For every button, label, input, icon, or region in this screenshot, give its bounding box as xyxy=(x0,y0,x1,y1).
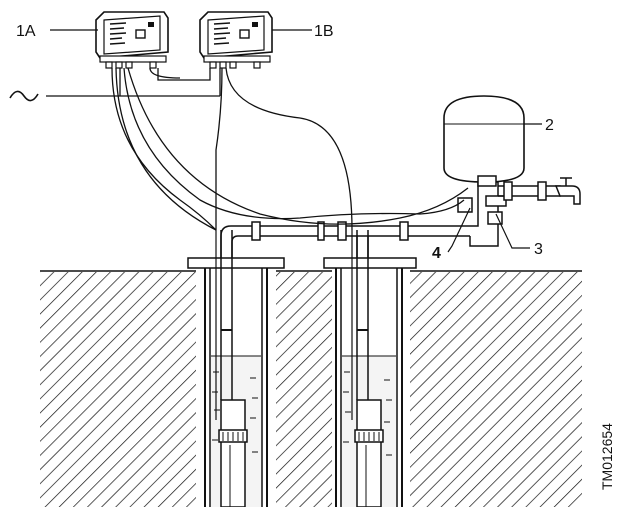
non-return-valve xyxy=(485,195,507,207)
ac-supply-icon xyxy=(9,90,39,102)
label-3: 3 xyxy=(534,241,543,258)
controller-1a xyxy=(95,11,169,69)
pressure-tank xyxy=(443,95,525,183)
leader-lines xyxy=(50,29,542,253)
label-1a: 1A xyxy=(16,23,36,40)
submersible-pump-1 xyxy=(220,399,246,507)
tank-fittings xyxy=(457,175,581,225)
borehole-1 xyxy=(187,230,285,507)
cables xyxy=(46,67,469,231)
isolating-valve xyxy=(457,197,473,213)
reference-code: TM012654 xyxy=(599,423,615,490)
tap-icon xyxy=(554,185,581,205)
borehole-2 xyxy=(323,230,417,507)
manifold-pipe xyxy=(220,181,499,258)
ground xyxy=(40,270,582,507)
submersible-pump-2 xyxy=(356,399,382,507)
label-4: 4 xyxy=(432,245,441,262)
label-2: 2 xyxy=(545,117,554,134)
controller-1b xyxy=(199,11,273,69)
label-1b: 1B xyxy=(314,23,334,40)
